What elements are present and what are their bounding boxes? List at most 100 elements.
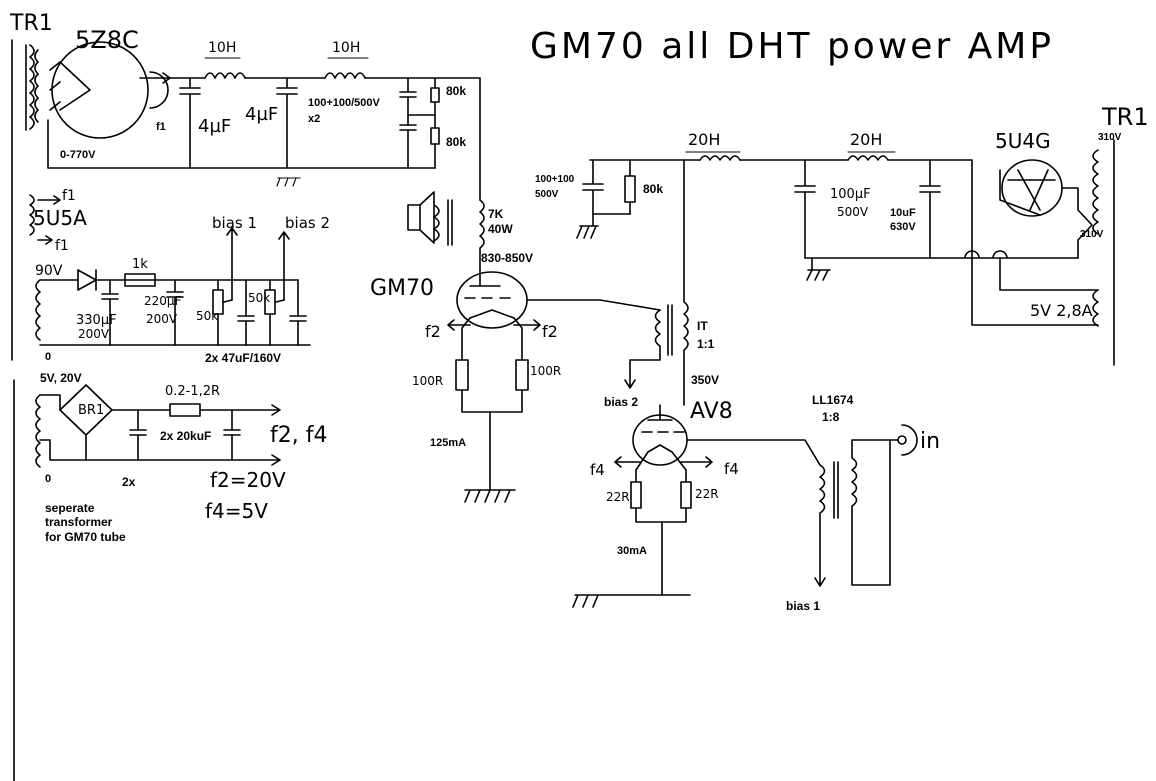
- filament-output-label: f2, f4: [270, 423, 327, 448]
- left-cap-1-label: 4µF: [198, 116, 231, 137]
- heater-f1-bottom-label: f1: [55, 238, 69, 254]
- rectifier-output-arrow: [139, 72, 171, 84]
- input-trafo-label: LL1674: [812, 393, 854, 407]
- heater-5u5a-label: 5U5A: [33, 206, 87, 230]
- input-bias1-label: bias 1: [786, 599, 820, 613]
- tr1-right-v-top: 310V: [1098, 132, 1122, 143]
- right-ground-1: [576, 213, 599, 239]
- av8-f4-left-label: f4: [590, 461, 605, 479]
- bias-zero-label: 0: [45, 351, 51, 363]
- tr1-right-label: TR1: [1101, 103, 1149, 131]
- tr1-left-primary-coil: [29, 44, 35, 130]
- filament-zero-label: 0: [45, 473, 51, 485]
- right-choke-2-label: 20H: [850, 130, 882, 149]
- filament-note-line2: transformer: [45, 515, 113, 529]
- right-hv-rail-3: [887, 159, 973, 259]
- filament-f2-equation: f2=20V: [210, 468, 286, 492]
- rectifier-5u4g-elements: [1007, 169, 1093, 259]
- right-cap-small: [919, 159, 941, 259]
- bias-pot-2-label: 50k: [248, 291, 270, 305]
- right-cap-pair: [582, 159, 631, 215]
- av8-f4-left-arrow: [614, 456, 641, 468]
- av8-r-left-label: 22R: [606, 490, 630, 504]
- tr1-right-v-bottom: 310V: [1080, 229, 1104, 240]
- tr1-left-secondary-coil: [34, 49, 39, 123]
- gm70-cathode-resistors: [455, 317, 529, 491]
- input-trafo-ratio: 1:8: [822, 410, 840, 424]
- left-cap-2-label: 4µF: [245, 104, 278, 125]
- gm70-ground: [464, 489, 516, 503]
- input-trafo-primary: [851, 439, 899, 586]
- rectifier-5u4g-envelope: [1001, 159, 1063, 217]
- rectifier-5z8c-envelope: [51, 41, 149, 139]
- gm70-r-left-label: 100R: [412, 374, 443, 388]
- right-choke-1-label: 20H: [688, 130, 720, 149]
- av8-f4-right-label: f4: [724, 460, 739, 478]
- rectifier-5z8c-label: 5Z8C: [75, 26, 139, 54]
- right-cap-big-label: 100µF: [830, 187, 871, 202]
- heater-f1-arrow-bottom: [37, 235, 53, 245]
- filament-resistor-label: 0.2-1,2R: [165, 384, 220, 399]
- filament-note-line3: for GM70 tube: [45, 530, 126, 544]
- right-choke-1: [699, 155, 741, 161]
- heater-5u5a-coil: [29, 194, 35, 236]
- left-cap-stack: [399, 77, 417, 169]
- input-jack-curve: [901, 424, 918, 456]
- gm70-f2-right-arrow: [513, 319, 541, 331]
- rectifier-anode-arc: [149, 71, 169, 109]
- interstage-primary: [683, 159, 689, 406]
- right-resistor-80k: [624, 159, 636, 215]
- input-trafo-secondary: [814, 461, 839, 587]
- av8-tube-label: AV8: [690, 399, 733, 424]
- left-hv-rail-3: [364, 77, 481, 201]
- filament-note-line1: seperate: [45, 501, 95, 515]
- bias-cap-1-voltage: 200V: [78, 327, 110, 341]
- right-cap-small-voltage: 630V: [890, 221, 916, 233]
- bias2-output-arrow: [278, 231, 290, 301]
- left-resistor-top-label: 80k: [446, 84, 466, 98]
- bridge-br1-label: BR1: [78, 403, 104, 418]
- bias-cap-2: [166, 279, 184, 346]
- gm70-tube-envelope: [456, 271, 528, 329]
- speaker-icon: [407, 191, 435, 244]
- av8-tube-elements: [641, 404, 821, 466]
- av8-f4-right-arrow: [679, 456, 713, 468]
- tr1-right-coil-heater: [1092, 289, 1099, 327]
- interstage-bias2-label: bias 2: [604, 395, 638, 409]
- right-caps-voltage: 500V: [535, 189, 559, 200]
- bias-cap-4: [289, 279, 307, 346]
- rectifier-diodes: [49, 61, 91, 111]
- interstage-ratio: 1:1: [697, 337, 715, 351]
- output-trafo-primary: [479, 199, 485, 269]
- left-choke-1-label: 10H: [208, 40, 236, 56]
- av8-current-label: 30mA: [617, 545, 647, 557]
- bias-trafo-coil: [35, 279, 41, 341]
- left-choke-2-label: 10H: [332, 40, 360, 56]
- right-cap-big: [794, 159, 816, 259]
- left-resistor-bottom-label: 80k: [446, 135, 466, 149]
- right-cap-small-label: 10uF: [890, 207, 916, 219]
- tr1-right-heater-label: 5V 2,8A: [1030, 301, 1093, 320]
- bias-pot-1: [212, 279, 233, 346]
- bias1-output-arrow: [226, 227, 238, 301]
- bias-resistor-1k: [124, 273, 156, 287]
- bias-caps-note: 2x 47uF/160V: [205, 351, 281, 365]
- rectifier-5u4g-label: 5U4G: [995, 129, 1051, 153]
- tr1-left-label: TR1: [9, 11, 53, 36]
- output-trafo-power: 40W: [488, 222, 513, 236]
- filament-return-arrow: [239, 454, 281, 466]
- tr1-sec-return-wire: [47, 119, 291, 169]
- bias-cap-1-label: 330µF: [76, 313, 117, 328]
- bias-resistor-1k-label: 1k: [132, 257, 148, 272]
- tr1-sec-voltage: 0-770V: [60, 149, 96, 161]
- left-cap-1: [179, 77, 201, 169]
- bias-cap-2-voltage: 200V: [146, 312, 178, 326]
- left-caps-label: 100+100/500V: [308, 97, 381, 109]
- av8-r-right-label: 22R: [695, 487, 719, 501]
- right-choke-2: [847, 155, 889, 161]
- filament-cap-1: [129, 409, 147, 461]
- output-plate-voltage: 830-850V: [481, 251, 533, 265]
- interstage-voltage: 350V: [691, 373, 719, 387]
